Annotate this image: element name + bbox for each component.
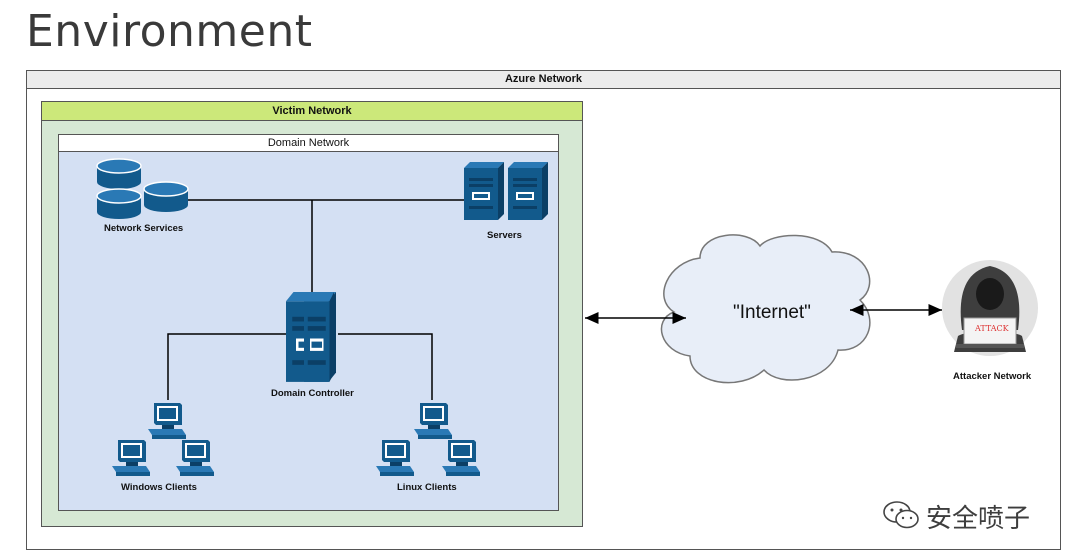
domain-controller-icon bbox=[286, 292, 336, 382]
network-services-icon bbox=[96, 158, 189, 220]
network-services-label: Network Services bbox=[104, 223, 184, 234]
internet-label: "Internet" bbox=[733, 302, 811, 323]
wechat-icon bbox=[883, 501, 919, 529]
domain-network-label: Domain Network bbox=[59, 135, 558, 152]
watermark-text: 安全喷子 bbox=[926, 504, 1031, 534]
internet-cloud-icon bbox=[660, 234, 871, 384]
attacker-network-label: Attacker Network bbox=[953, 371, 1032, 382]
servers-label: Servers bbox=[487, 230, 522, 241]
windows-clients-label: Windows Clients bbox=[121, 482, 197, 493]
page-title: Environment bbox=[26, 6, 313, 57]
victim-network-label: Victim Network bbox=[42, 102, 582, 121]
domain-controller-label: Domain Controller bbox=[271, 388, 354, 399]
azure-network-label: Azure Network bbox=[27, 71, 1060, 89]
windows-clients-icon bbox=[112, 403, 214, 476]
attacker-icon bbox=[942, 260, 1038, 356]
servers-icon bbox=[464, 162, 548, 220]
linux-clients-icon bbox=[376, 403, 480, 476]
attack-screen-text: ATTACK bbox=[975, 324, 1009, 333]
linux-clients-label: Linux Clients bbox=[397, 482, 457, 493]
